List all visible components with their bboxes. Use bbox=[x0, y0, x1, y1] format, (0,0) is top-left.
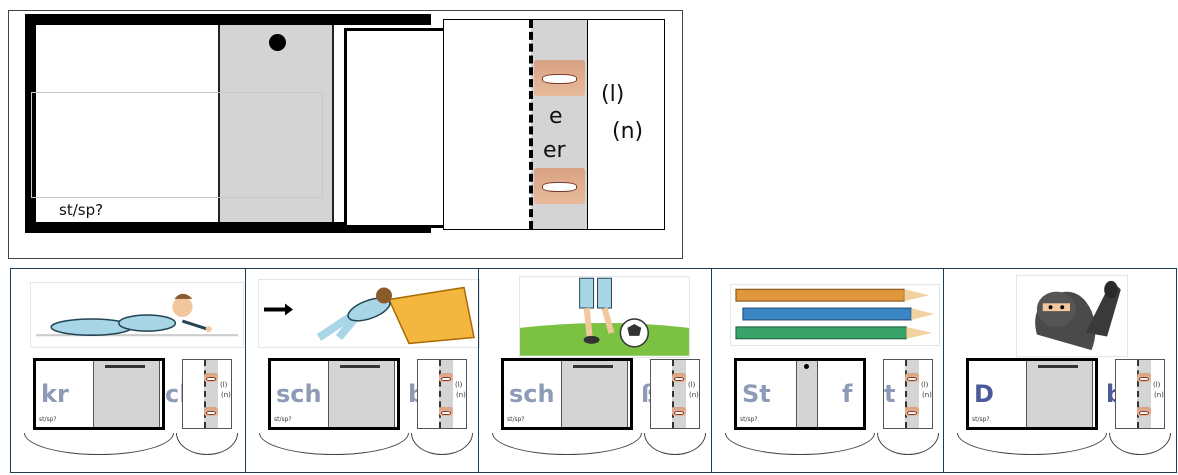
mouth-icon bbox=[1137, 373, 1151, 382]
ending-cell bbox=[905, 360, 919, 428]
st-sp-label: st/sp? bbox=[972, 416, 990, 423]
mouth-icon bbox=[204, 373, 218, 382]
coda-letters-2: t bbox=[884, 380, 895, 408]
suffix-l-label: (l) bbox=[455, 381, 462, 389]
vowel-cell bbox=[1026, 361, 1093, 427]
long-vowel-dot bbox=[804, 364, 809, 369]
st-sp-label: st/sp? bbox=[59, 201, 103, 219]
short-vowel-bar bbox=[105, 365, 145, 368]
onset-letters: St bbox=[742, 380, 771, 408]
short-vowel-bar bbox=[573, 365, 613, 368]
onset-letters: D bbox=[974, 380, 994, 408]
st-sp-label: st/sp? bbox=[274, 416, 292, 423]
suffix-l-label: (l) bbox=[688, 381, 695, 389]
suffix-n-label: (n) bbox=[612, 119, 643, 144]
ending-right-border bbox=[587, 20, 588, 229]
st-sp-label: st/sp? bbox=[39, 416, 57, 423]
panel-divider bbox=[711, 268, 712, 473]
onset-letters: sch bbox=[276, 380, 322, 408]
vowel-er-label: er bbox=[543, 138, 566, 163]
ending-cell bbox=[439, 360, 453, 428]
ending-cell bbox=[1137, 360, 1151, 428]
burglar-picture bbox=[1016, 275, 1128, 357]
suffix-l-label: (l) bbox=[921, 381, 928, 389]
suffix-l-label: (l) bbox=[1153, 381, 1160, 389]
mouth-icon bbox=[1137, 407, 1151, 416]
ending-cell bbox=[672, 360, 686, 428]
colored-pencils-picture bbox=[730, 284, 940, 346]
mouth-icon bbox=[534, 168, 585, 204]
kicking-ball-picture bbox=[519, 276, 690, 358]
panel-divider bbox=[478, 268, 479, 473]
vowel-cell bbox=[328, 361, 395, 427]
st-sp-label: st/sp? bbox=[507, 416, 525, 423]
short-vowel-bar bbox=[1038, 365, 1078, 368]
mouth-icon bbox=[905, 407, 919, 416]
mouth-icon bbox=[672, 373, 686, 382]
long-vowel-dot bbox=[269, 34, 286, 51]
suffix-n-label: (n) bbox=[221, 391, 231, 399]
mouth-icon bbox=[534, 60, 585, 96]
suffix-l-label: (l) bbox=[601, 82, 624, 107]
suffix-l-label: (l) bbox=[220, 381, 227, 389]
mouth-icon bbox=[672, 407, 686, 416]
coda-letters: f bbox=[842, 380, 852, 408]
suffix-n-label: (n) bbox=[689, 391, 699, 399]
panel-divider bbox=[943, 268, 944, 473]
vowel-cell bbox=[561, 361, 628, 427]
onset-letters: kr bbox=[41, 380, 69, 408]
vowel-e-label: e bbox=[549, 104, 563, 129]
suffix-n-label: (n) bbox=[456, 391, 466, 399]
st-sp-label: st/sp? bbox=[740, 416, 758, 423]
mouth-icon bbox=[204, 407, 218, 416]
mouth-icon bbox=[439, 407, 453, 416]
crawling-person-picture bbox=[30, 282, 244, 348]
mouth-icon bbox=[905, 373, 919, 382]
mouth-icon bbox=[439, 373, 453, 382]
vowel-cell bbox=[796, 361, 818, 427]
dashed-divider bbox=[529, 20, 533, 229]
ending-cell bbox=[204, 360, 218, 428]
onset-letters: sch bbox=[509, 380, 555, 408]
short-vowel-bar bbox=[340, 365, 380, 368]
suffix-n-label: (n) bbox=[1154, 391, 1164, 399]
suffix-n-label: (n) bbox=[922, 391, 932, 399]
pushing-person-picture bbox=[258, 279, 480, 348]
vowel-cell bbox=[93, 361, 160, 427]
panel-divider bbox=[245, 268, 246, 473]
guide-rectangle bbox=[31, 92, 323, 198]
